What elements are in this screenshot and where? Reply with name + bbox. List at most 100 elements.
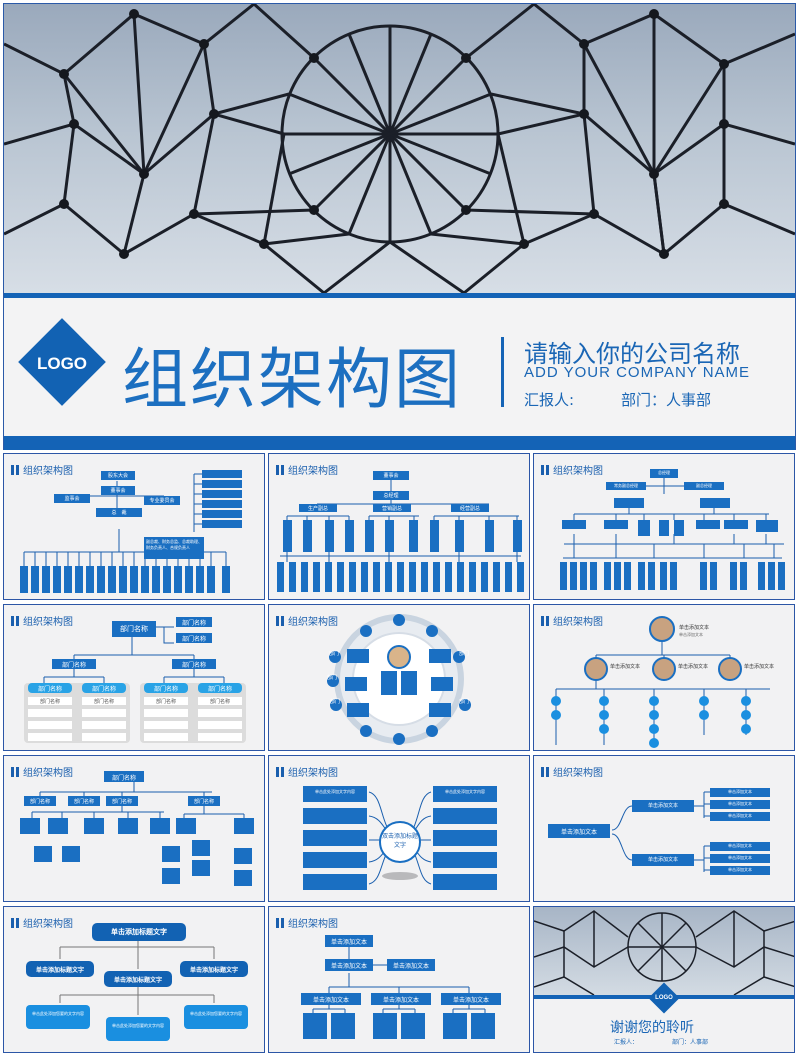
company-name-cn: 请输入你的公司名称 [524,340,740,368]
slide-title: 组织架构图 [276,915,338,930]
dome-lattice-image [4,4,795,293]
slide-thumbnail-7[interactable]: 组织架构图 部门名称 部门名称 部门名称 部门名称 部门名称 [3,755,265,902]
leaf-text: 单击此处添加您要的文字内容 [190,1011,242,1016]
cell: 部门名称 [93,699,114,705]
node-officers-note: 副总裁、财务总监、总裁助理、财务负责人、合规负责人 [146,539,202,550]
node-label: 单击添加文本 [679,625,710,631]
node-label: 单击添加文本 [744,664,775,670]
node-dept: 部门 [459,699,470,705]
slide-thumbnail-8[interactable]: 组织架构图 双击添加标题文字 单击此处添加文字内容 单击此处添加文字内容 [268,755,530,902]
cover-slide: LOGO 组织架构图 请输入你的公司名称 ADD YOUR COMPANY NA… [3,3,796,450]
node-top: 部门名称 [111,775,136,782]
branch-text: 单击此处添加文字内容 [315,789,355,794]
slide-thumbnail-9[interactable]: 组织架构图 单击添加文本 单击添加文本 单击添加文本 单击添加文本 单击添加文本… [533,755,795,902]
dome-photo [4,4,795,293]
mindmap-diagram [303,786,497,890]
tree-leaf: 单击添加文本 [728,855,752,860]
node-row: 单击添加文本 [312,997,349,1004]
tree-leaf: 单击添加文本 [728,843,752,848]
col-head-2: 部门名称 [91,686,116,693]
node-dept: 部门 [329,651,340,657]
node-right-1: 部门名称 [181,620,206,627]
company-name-en: ADD YOUR COMPANY NAME [524,364,751,381]
slide-title: 组织架构图 [276,613,338,628]
org-chart-diagram [560,469,785,590]
cover-bottom-strip [4,436,795,450]
node-committee: 专业委员会 [149,498,175,504]
node-supervisor: 监事会 [64,496,80,502]
dome-lattice-image [534,910,794,995]
org-chart-diagram [20,470,242,593]
org-chart-diagram [551,616,770,748]
node-mid-right: 单击添加文本 [392,963,429,970]
node-row: 单击添加文本 [382,997,419,1004]
node-vp: 副总经理 [696,483,712,488]
thanks-text: 谢谢您的聆听 [610,1020,694,1036]
node-dept: 部门 [459,651,470,657]
org-chart-diagram [301,935,501,1039]
org-chart-diagram [26,923,248,1041]
node-row: 单击添加文本 [452,997,489,1004]
col-head-1: 部门名称 [37,686,62,693]
slide-title: 组织架构图 [541,613,603,628]
node-left: 单击添加标题文字 [35,967,84,974]
node-top: 单击添加标题文字 [111,928,167,936]
node-vp-marketing: 营销副总 [381,506,402,512]
node-dept: 部门 [327,675,338,681]
org-chart-diagram [24,617,246,743]
node-board: 董事会 [110,488,126,494]
slide-title: 组织架构图 [11,462,73,477]
slide-title: 组织架构图 [11,915,73,930]
cell: 部门名称 [209,699,230,705]
cell: 部门名称 [39,699,60,705]
node-mid-left: 单击添加文本 [330,963,367,970]
slide-thumbnail-1[interactable]: 组织架构图 股东大会 董事会 监事会 专业委员会 总 裁 副总裁、财务总监、总裁… [3,453,265,600]
branch-text: 单击此处添加文字内容 [445,789,485,794]
node-label: 单击添加文本 [678,664,709,670]
slide-title: 组织架构图 [541,764,603,779]
node-board: 董事会 [383,473,399,479]
slide-thumbnail-11[interactable]: 组织架构图 单击添加文本 单击添加文本 单击添加文本 单击添加文本 单击添加文本… [268,906,530,1053]
node-gm: 总经理 [658,470,670,475]
slide-thumbnail-4[interactable]: 组织架构图 部门名称 部门名称 部门名称 部门名称 部门名称 部门名称 部门名称… [3,604,265,751]
node-label: 单击添加文本 [610,664,641,670]
slide-thumbnail-5[interactable]: 组织架构图 部门 部门 部门 部门 部门 [268,604,530,751]
tree-leaf: 单击添加文本 [728,867,752,872]
slide-thumbnail-12[interactable]: LOGO 谢谢您的聆听 汇报人： 部门：人事部 [533,906,795,1053]
slide-title: 组织架构图 [276,462,338,477]
tree-root: 单击添加文本 [560,829,597,836]
slide-thumbnail-3[interactable]: 组织架构图 总经理 常务副总经理 副总经理 [533,453,795,600]
slide-thumbnail-2[interactable]: 组织架构图 董事会 总经理 生产副总 营销副总 经营副总 [268,453,530,600]
tree-diagram [548,788,770,875]
org-chart-diagram [277,471,524,592]
tree-mid-1: 单击添加文本 [647,803,678,809]
cover-title: 组织架构图 [122,341,462,418]
cell: 部门名称 [155,699,176,705]
node-head: 部门名称 [120,625,148,633]
node-dept: 部门 [330,699,341,705]
node-mid: 部门名称 [193,799,214,805]
node-gm: 总 裁 [111,510,127,516]
tree-leaf: 单击添加文本 [728,801,752,806]
org-chart-diagram [20,771,254,886]
closing-photo [534,907,794,995]
mindmap-center: 双击添加标题文字 [382,833,419,849]
node-center: 单击添加标题文字 [113,977,162,984]
slide-thumbnail-10[interactable]: 组织架构图 单击添加标题文字 单击添加标题文字 单击添加标题文字 单击添加标题文… [3,906,265,1053]
closing-dept: 部门：人事部 [672,1039,709,1046]
node-gm: 总经理 [383,493,399,499]
node-mid: 部门名称 [29,799,50,805]
node-mid: 部门名称 [73,799,94,805]
title-divider [501,337,504,407]
slide-thumbnail-6[interactable]: 组织架构图 单击添加文本 单击添加文本 单击添加文本 单击添加文本 单击添加文本 [533,604,795,751]
slide-title: 组织架构图 [11,613,73,628]
slide-title: 组织架构图 [11,764,73,779]
logo-text: LOGO [36,354,88,373]
slide-title: 组织架构图 [276,764,338,779]
logo-text: LOGO [655,995,673,1001]
department-label: 部门：人事部 [621,391,712,409]
col-head-3: 部门名称 [153,686,178,693]
leaf-text: 单击此处添加您要的文字内容 [112,1023,164,1028]
node-sub-left: 部门名称 [61,662,86,669]
cover-top-strip [4,293,795,298]
